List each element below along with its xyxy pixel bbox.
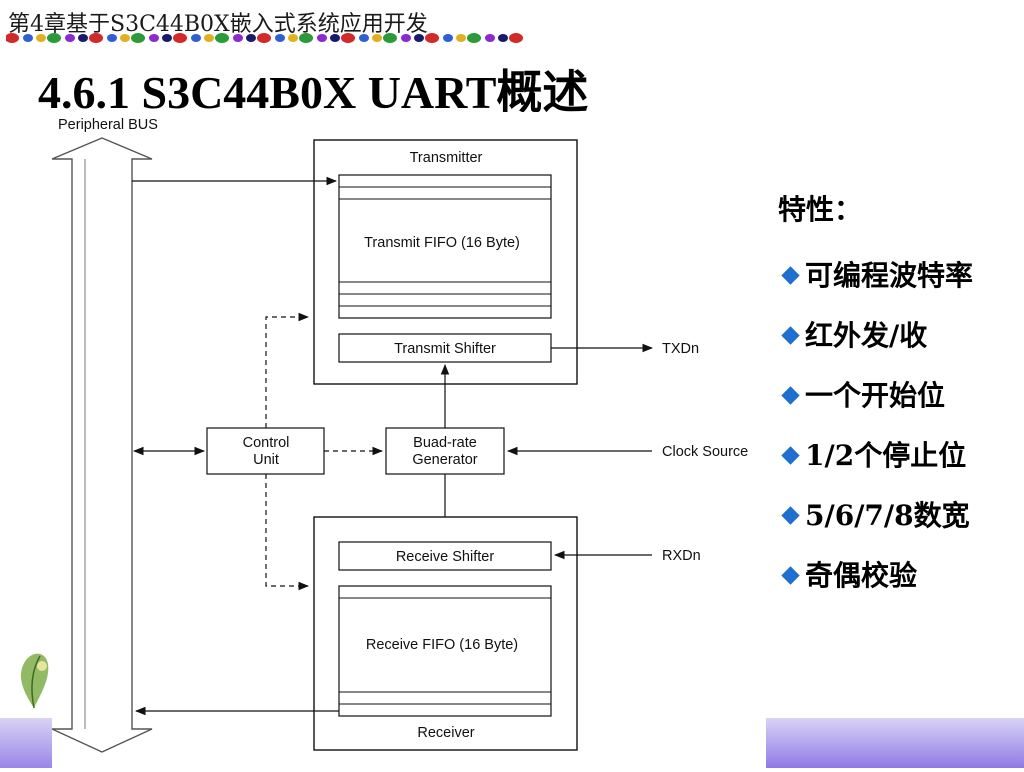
baud-label-2: Generator <box>412 452 477 468</box>
control-unit-label-1: Control <box>243 435 290 451</box>
diamond-bullet-icon <box>781 506 800 525</box>
transmit-shifter <box>338 333 552 363</box>
feature-text: 红外发/收 <box>805 319 928 352</box>
feature-text: 1/2个停止位 <box>805 439 967 472</box>
diamond-bullet-icon <box>781 386 800 405</box>
receive-fifo-label: Receive FIFO (16 Byte) <box>366 637 518 653</box>
control-unit-label-2: Unit <box>253 452 279 468</box>
feature-item: 红外发/收 <box>778 306 973 366</box>
transmit-shifter-label: Transmit Shifter <box>394 341 496 357</box>
clock-source-label: Clock Source <box>662 444 748 460</box>
slide-title: 4.6.1 S3C44B0X UART概述 <box>38 67 589 118</box>
feature-text: 5/6/7/8数宽 <box>805 499 970 532</box>
footer-band-left <box>0 718 56 768</box>
receive-shifter-label: Receive Shifter <box>396 549 494 565</box>
features-list: 特性： 可编程波特率 红外发/收 一个开始位 1/2个停止位 5/6/7/8数宽… <box>778 190 973 606</box>
rxd-label: RXDn <box>662 548 701 564</box>
feature-item: 1/2个停止位 <box>778 426 973 486</box>
leaf-icon <box>20 653 49 709</box>
decorative-dots <box>6 33 523 43</box>
feature-item: 一个开始位 <box>778 366 973 426</box>
receive-fifo <box>338 585 552 717</box>
receive-shifter <box>338 541 552 571</box>
chapter-header: 第4章基于S3C44B0X嵌入式系统应用开发 <box>8 12 428 37</box>
txd-label: TXDn <box>662 341 699 357</box>
peripheral-bus-label: Peripheral BUS <box>58 117 158 133</box>
footer-band-right <box>766 718 1024 768</box>
diamond-bullet-icon <box>781 566 800 585</box>
uart-block-diagram: Peripheral BUS Transmitter Transmit FIFO… <box>51 112 766 768</box>
receiver-label: Receiver <box>417 725 474 741</box>
transmitter-label: Transmitter <box>410 150 483 166</box>
control-to-transmitter-arrow <box>265 312 310 428</box>
feature-text: 奇偶校验 <box>805 559 918 592</box>
baud-label-1: Buad-rate <box>413 435 477 451</box>
transmit-fifo-label: Transmit FIFO (16 Byte) <box>364 235 520 251</box>
control-to-receiver-arrow <box>265 474 310 591</box>
feature-item: 5/6/7/8数宽 <box>778 486 973 546</box>
feature-item: 奇偶校验 <box>778 546 973 606</box>
diamond-bullet-icon <box>781 266 800 285</box>
features-heading: 特性： <box>778 193 863 226</box>
feature-text: 可编程波特率 <box>805 259 974 292</box>
diamond-bullet-icon <box>781 326 800 345</box>
feature-text: 一个开始位 <box>805 379 946 412</box>
diamond-bullet-icon <box>781 446 800 465</box>
peripheral-bus <box>51 137 153 753</box>
feature-item: 可编程波特率 <box>778 246 973 306</box>
transmit-fifo <box>338 174 552 319</box>
